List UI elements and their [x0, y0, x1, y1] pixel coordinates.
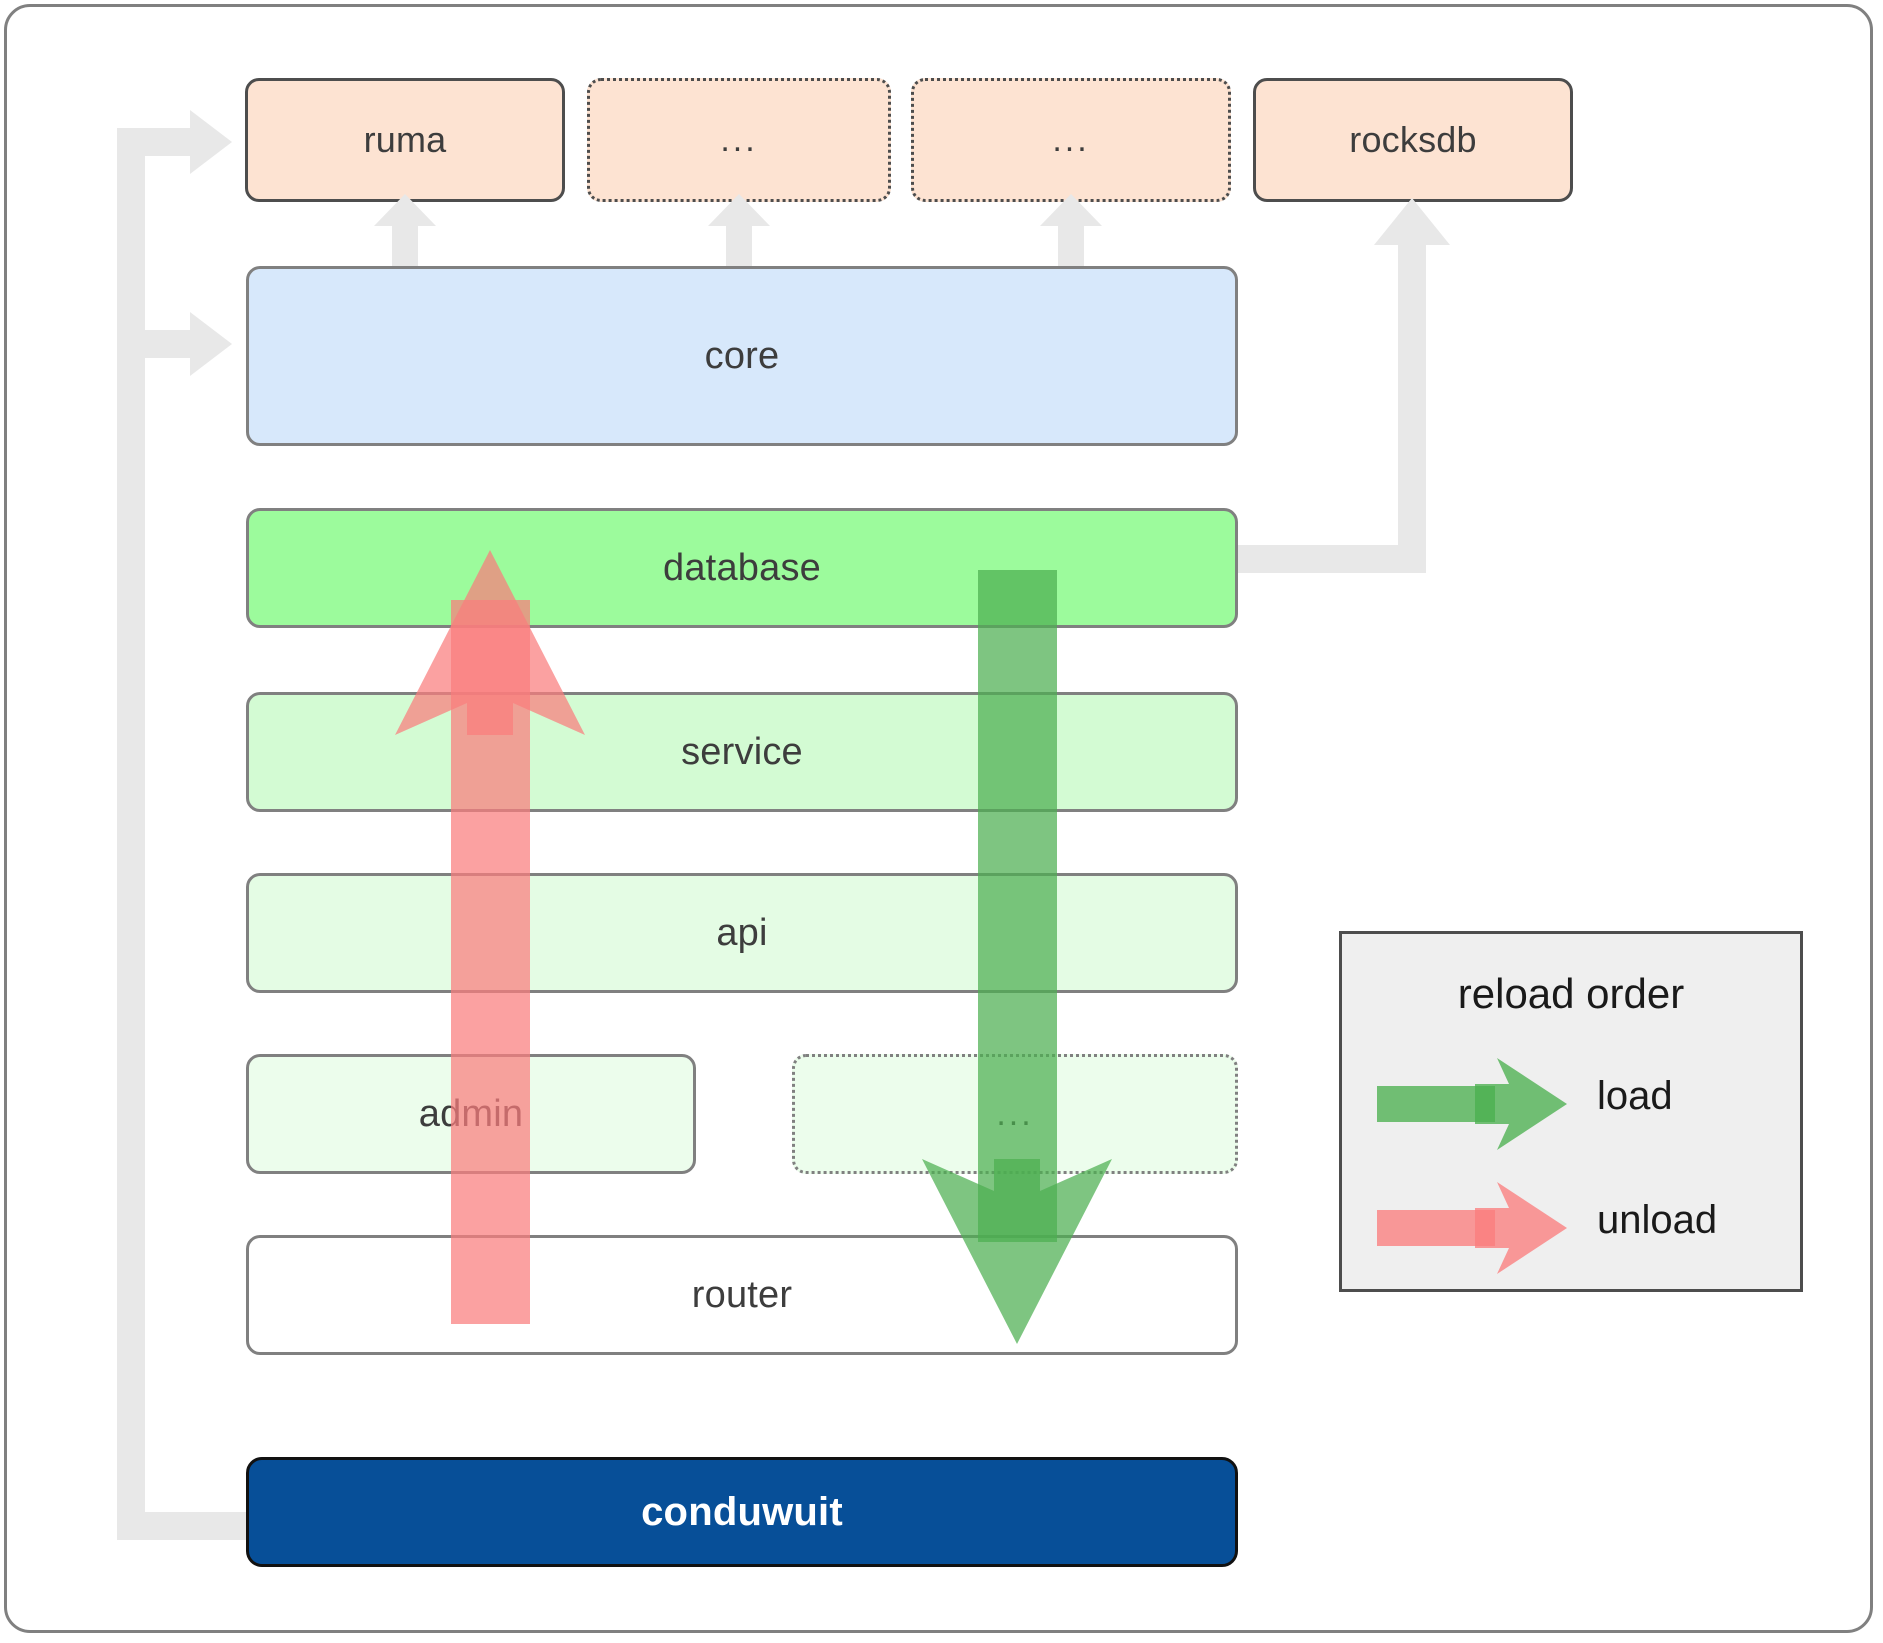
legend-label-load: load [1597, 1074, 1673, 1118]
node-conduwuit[interactable]: conduwuit [246, 1457, 1238, 1567]
node-database[interactable]: database [246, 508, 1238, 628]
legend-row-unload: unload [1342, 1182, 1800, 1274]
node-admin[interactable]: admin [246, 1054, 696, 1174]
node-dependency-placeholder-1-label: ... [720, 120, 758, 159]
unload-arrow-icon [1377, 1182, 1567, 1274]
legend-panel: reload order load unload [1339, 931, 1803, 1292]
node-ruma-label: ruma [363, 119, 447, 160]
node-rocksdb[interactable]: rocksdb [1253, 78, 1573, 202]
node-service-placeholder-label: ... [996, 1094, 1034, 1133]
load-arrow-icon [1377, 1058, 1567, 1150]
node-core[interactable]: core [246, 266, 1238, 446]
node-api-label: api [716, 911, 768, 954]
node-dependency-placeholder-2-label: ... [1052, 120, 1090, 159]
node-ruma[interactable]: ruma [245, 78, 565, 202]
node-conduwuit-label: conduwuit [641, 1489, 843, 1534]
node-api[interactable]: api [246, 873, 1238, 993]
node-database-label: database [663, 546, 821, 589]
legend-title: reload order [1457, 970, 1685, 1017]
node-router[interactable]: router [246, 1235, 1238, 1355]
node-rocksdb-label: rocksdb [1349, 119, 1477, 160]
node-service[interactable]: service [246, 692, 1238, 812]
diagram-frame [4, 4, 1873, 1633]
node-dependency-placeholder-2[interactable]: ... [911, 78, 1231, 202]
node-dependency-placeholder-1[interactable]: ... [587, 78, 891, 202]
node-router-label: router [691, 1273, 793, 1316]
node-service-label: service [681, 730, 803, 773]
node-core-label: core [704, 334, 780, 377]
node-admin-label: admin [418, 1092, 524, 1135]
node-service-placeholder[interactable]: ... [792, 1054, 1238, 1174]
legend-row-load: load [1342, 1058, 1800, 1150]
legend-label-unload: unload [1597, 1198, 1718, 1242]
